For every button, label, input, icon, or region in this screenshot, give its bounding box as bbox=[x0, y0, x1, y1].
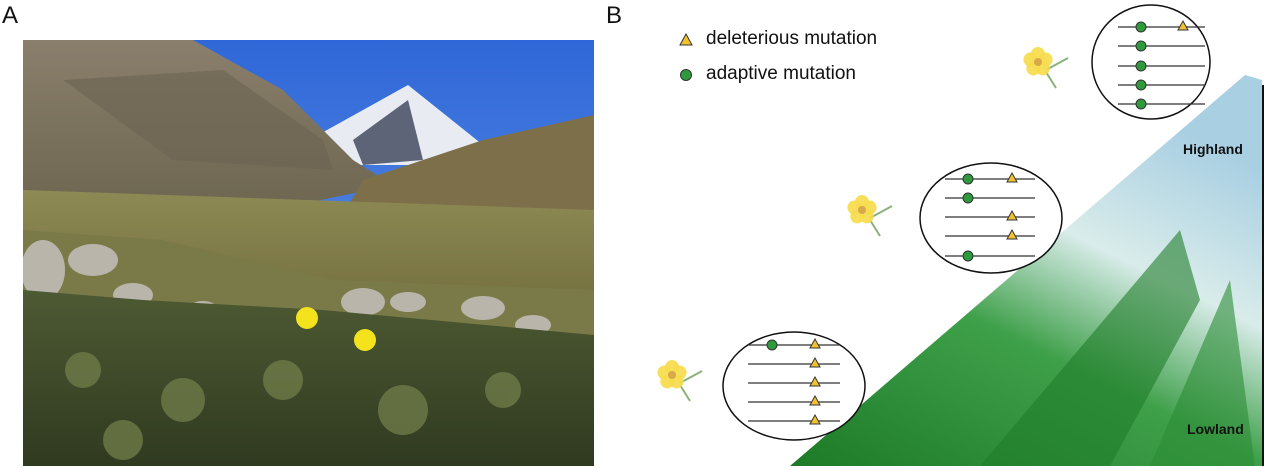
deleterious-mutation-marker bbox=[809, 413, 821, 425]
population-highland bbox=[1091, 4, 1211, 120]
deleterious-mutation-marker bbox=[809, 337, 821, 349]
deleterious-mutation-marker bbox=[809, 394, 821, 406]
deleterious-mutation-marker bbox=[809, 356, 821, 368]
deleterious-mutation-marker bbox=[809, 375, 821, 387]
adaptive-mutation-marker bbox=[962, 192, 974, 204]
population-lowland bbox=[722, 331, 866, 441]
legend-adaptive: adaptive mutation bbox=[706, 63, 856, 84]
landscape-photo bbox=[23, 40, 594, 466]
legend-triangle-icon bbox=[679, 32, 693, 46]
population-ellipse bbox=[722, 331, 866, 441]
deleterious-mutation-marker bbox=[1006, 171, 1018, 183]
yellow-flowers bbox=[296, 307, 376, 351]
legend-circle-icon bbox=[680, 69, 692, 81]
adaptive-mutation-marker bbox=[766, 339, 778, 351]
adaptive-mutation-marker bbox=[1135, 98, 1147, 110]
panel-b-label: B bbox=[606, 2, 623, 29]
lowland-label: Lowland bbox=[1187, 421, 1244, 437]
adaptive-mutation-marker bbox=[1135, 79, 1147, 91]
flower-icon bbox=[847, 195, 893, 237]
adaptive-mutation-marker bbox=[962, 173, 974, 185]
population-mid bbox=[919, 162, 1063, 274]
deleterious-mutation-marker bbox=[1177, 19, 1189, 31]
deleterious-mutation-marker bbox=[1006, 209, 1018, 221]
flower-icon bbox=[657, 360, 703, 402]
adaptive-mutation-marker bbox=[1135, 40, 1147, 52]
legend-deleterious: deleterious mutation bbox=[706, 28, 878, 49]
adaptive-mutation-marker bbox=[1135, 21, 1147, 33]
highland-label: Highland bbox=[1183, 141, 1243, 157]
panel-a-label: A bbox=[2, 2, 19, 29]
deleterious-mutation-marker bbox=[1006, 228, 1018, 240]
population-ellipse bbox=[1091, 4, 1211, 120]
adaptive-mutation-marker bbox=[1135, 60, 1147, 72]
flower-icon bbox=[1023, 47, 1069, 89]
adaptive-mutation-marker bbox=[962, 250, 974, 262]
population-ellipse bbox=[919, 162, 1063, 274]
